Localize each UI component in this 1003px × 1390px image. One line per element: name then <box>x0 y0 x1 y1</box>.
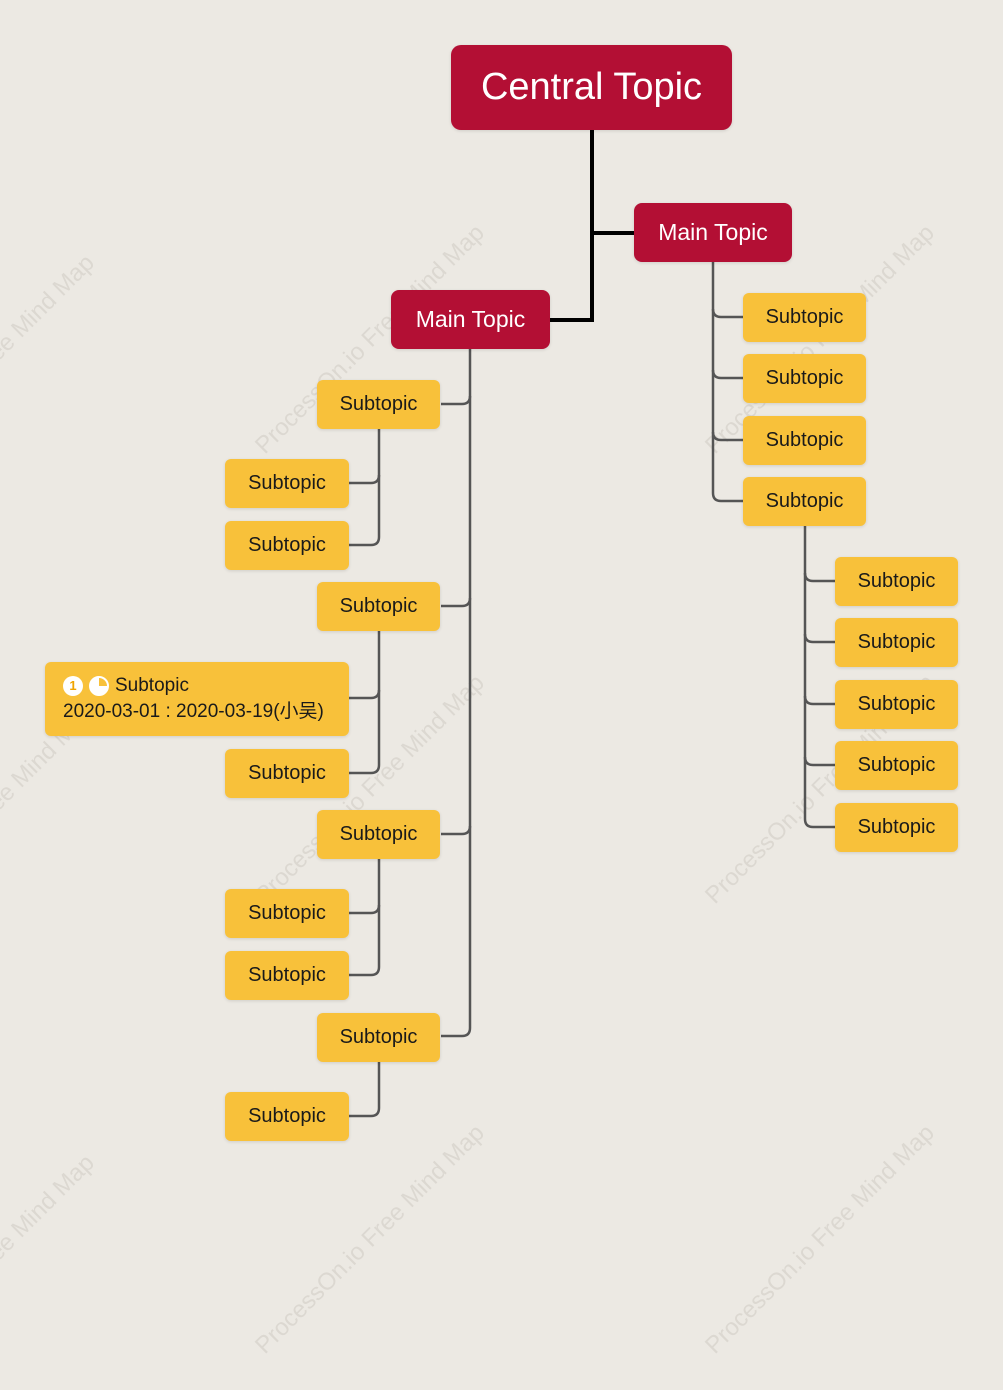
subtopic[interactable]: Subtopic <box>225 889 349 938</box>
subtopic[interactable]: Subtopic <box>743 477 866 526</box>
connector-spine <box>349 631 381 775</box>
connector-branch <box>349 474 381 485</box>
connector-branch <box>441 395 472 406</box>
subtopic[interactable]: Subtopic <box>225 951 349 1000</box>
subtopic[interactable]: Subtopic <box>225 521 349 570</box>
subtopic[interactable]: Subtopic <box>317 1013 440 1062</box>
subtopic[interactable]: Subtopic <box>317 810 440 859</box>
connector-branch <box>803 572 835 583</box>
connector-spine <box>711 262 743 503</box>
progress-quarter-icon <box>89 676 109 696</box>
connector-branch <box>711 369 743 380</box>
subtopic[interactable]: Subtopic <box>743 416 866 465</box>
connector-branch <box>349 689 381 700</box>
connector-central-main <box>550 130 594 322</box>
connector-spine <box>349 1062 381 1118</box>
subtopic-label: Subtopic <box>115 675 189 696</box>
connector-branch <box>803 633 835 644</box>
main-topic-left[interactable]: Main Topic <box>391 290 550 349</box>
central-topic[interactable]: Central Topic <box>451 45 732 130</box>
subtopic[interactable]: Subtopic <box>835 618 958 667</box>
subtopic[interactable]: Subtopic <box>835 741 958 790</box>
connector-branch <box>441 825 472 836</box>
task-dates: 2020-03-01 : 2020-03-19(小吴) <box>63 701 324 722</box>
connector-branch <box>441 597 472 608</box>
connector-branch <box>349 904 381 915</box>
subtopic[interactable]: Subtopic <box>835 680 958 729</box>
subtopic[interactable]: Subtopic <box>743 293 866 342</box>
subtopic-title-row: 1 Subtopic <box>63 673 189 699</box>
subtopic[interactable]: Subtopic <box>743 354 866 403</box>
subtopic-with-task-info[interactable]: 1 Subtopic 2020-03-01 : 2020-03-19(小吴) <box>45 662 349 736</box>
subtopic[interactable]: Subtopic <box>225 749 349 798</box>
subtopic[interactable]: Subtopic <box>835 803 958 852</box>
connector-spine <box>349 859 381 977</box>
subtopic[interactable]: Subtopic <box>317 380 440 429</box>
connector-branch <box>803 756 835 767</box>
connector-spine <box>803 526 835 829</box>
subtopic[interactable]: Subtopic <box>225 1092 349 1141</box>
priority-1-icon: 1 <box>63 676 83 696</box>
connector-branch <box>803 695 835 706</box>
connector-spine <box>349 429 381 547</box>
connector-branch <box>711 308 743 319</box>
main-topic-right[interactable]: Main Topic <box>634 203 792 262</box>
subtopic[interactable]: Subtopic <box>835 557 958 606</box>
subtopic[interactable]: Subtopic <box>317 582 440 631</box>
mind-map-canvas: ProcessOn.io Free Mind Map ProcessOn.io … <box>0 45 958 1389</box>
connector-branch <box>711 431 743 442</box>
connector-lines <box>349 130 835 1118</box>
subtopic[interactable]: Subtopic <box>225 459 349 508</box>
connector-spine <box>441 349 472 1038</box>
